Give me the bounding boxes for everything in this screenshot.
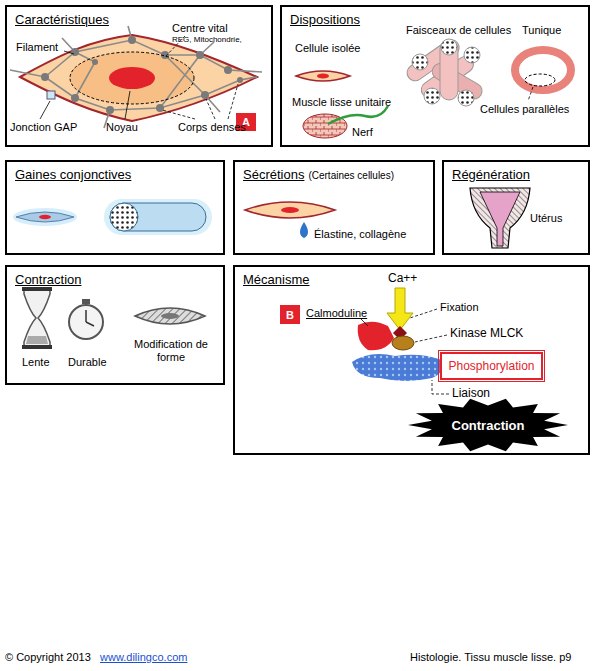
node-text: Phosphorylation [448,359,534,373]
label: Kinase MLCK [450,327,523,341]
node-text: B [286,309,294,321]
result-burst: Contraction [408,398,568,452]
sheath-figures [13,199,212,235]
panel-heading: Gaines conjonctives [7,162,223,186]
label: Ca++ [388,272,417,286]
label: Nerf [352,126,373,139]
label: Utérus [530,212,562,225]
label: Calmoduline [306,307,367,320]
label: REG, Mitochondrie, [172,35,242,44]
panel-heading: Contraction [7,267,223,291]
uterus-figure [470,188,530,248]
heading-text: Régénération [452,167,530,182]
heading-text: Sécrétions [243,167,304,182]
heading-text: Gaines conjonctives [15,167,131,182]
label: Élastine, collagène [314,228,406,241]
label: Faisceaux de cellules [406,24,511,37]
smooth-muscle-cell [10,26,262,128]
section-panel: Gaines conjonctives [5,160,225,255]
heading-text: Dispositions [290,12,360,27]
panel-heading: Caractéristiques [7,7,271,31]
step-box: Phosphorylation [440,352,543,380]
label: © Copyright 2013 [5,651,91,664]
label: Modification de forme [130,338,212,363]
burst-outline [408,399,568,452]
label: Liaison [452,387,490,401]
panel-heading: Régénération [444,162,588,186]
label: Muscle lisse unitaire [292,96,391,109]
label: Fixation [440,301,479,314]
label: Corps denses [178,121,246,134]
heading-text: Mécanisme [243,272,309,287]
mechanism-figure [352,288,449,394]
label: Durable [68,356,107,369]
section-panel: MécanismeB PhosphorylationContraction [233,265,590,455]
label: Lente [22,356,50,369]
heading-text: (Certaines cellules) [308,170,394,181]
label: Cellules parallèles [480,103,569,116]
label: Noyau [106,121,138,134]
label: Centre vital [172,22,228,35]
label: Cellule isolée [295,42,360,55]
label: Tunique [522,24,561,37]
leader-lines [40,36,238,119]
link-text: www.dilingco.com [100,651,187,664]
heading-text: Caractéristiques [15,12,109,27]
section-panel: Régénération [442,160,590,255]
section-panel: Sécrétions (Certaines cellules) [233,160,435,255]
panel-heading: Sécrétions (Certaines cellules) [235,162,433,186]
label: Filament [16,41,58,54]
node-text: Contraction [452,418,525,433]
label: Jonction GAP [10,121,77,134]
dispositions-figures [296,35,571,138]
figure-letter: B [280,305,300,324]
heading-text: Contraction [15,272,81,287]
label: Histologie. Tissu muscle lisse. p9 [410,651,571,664]
